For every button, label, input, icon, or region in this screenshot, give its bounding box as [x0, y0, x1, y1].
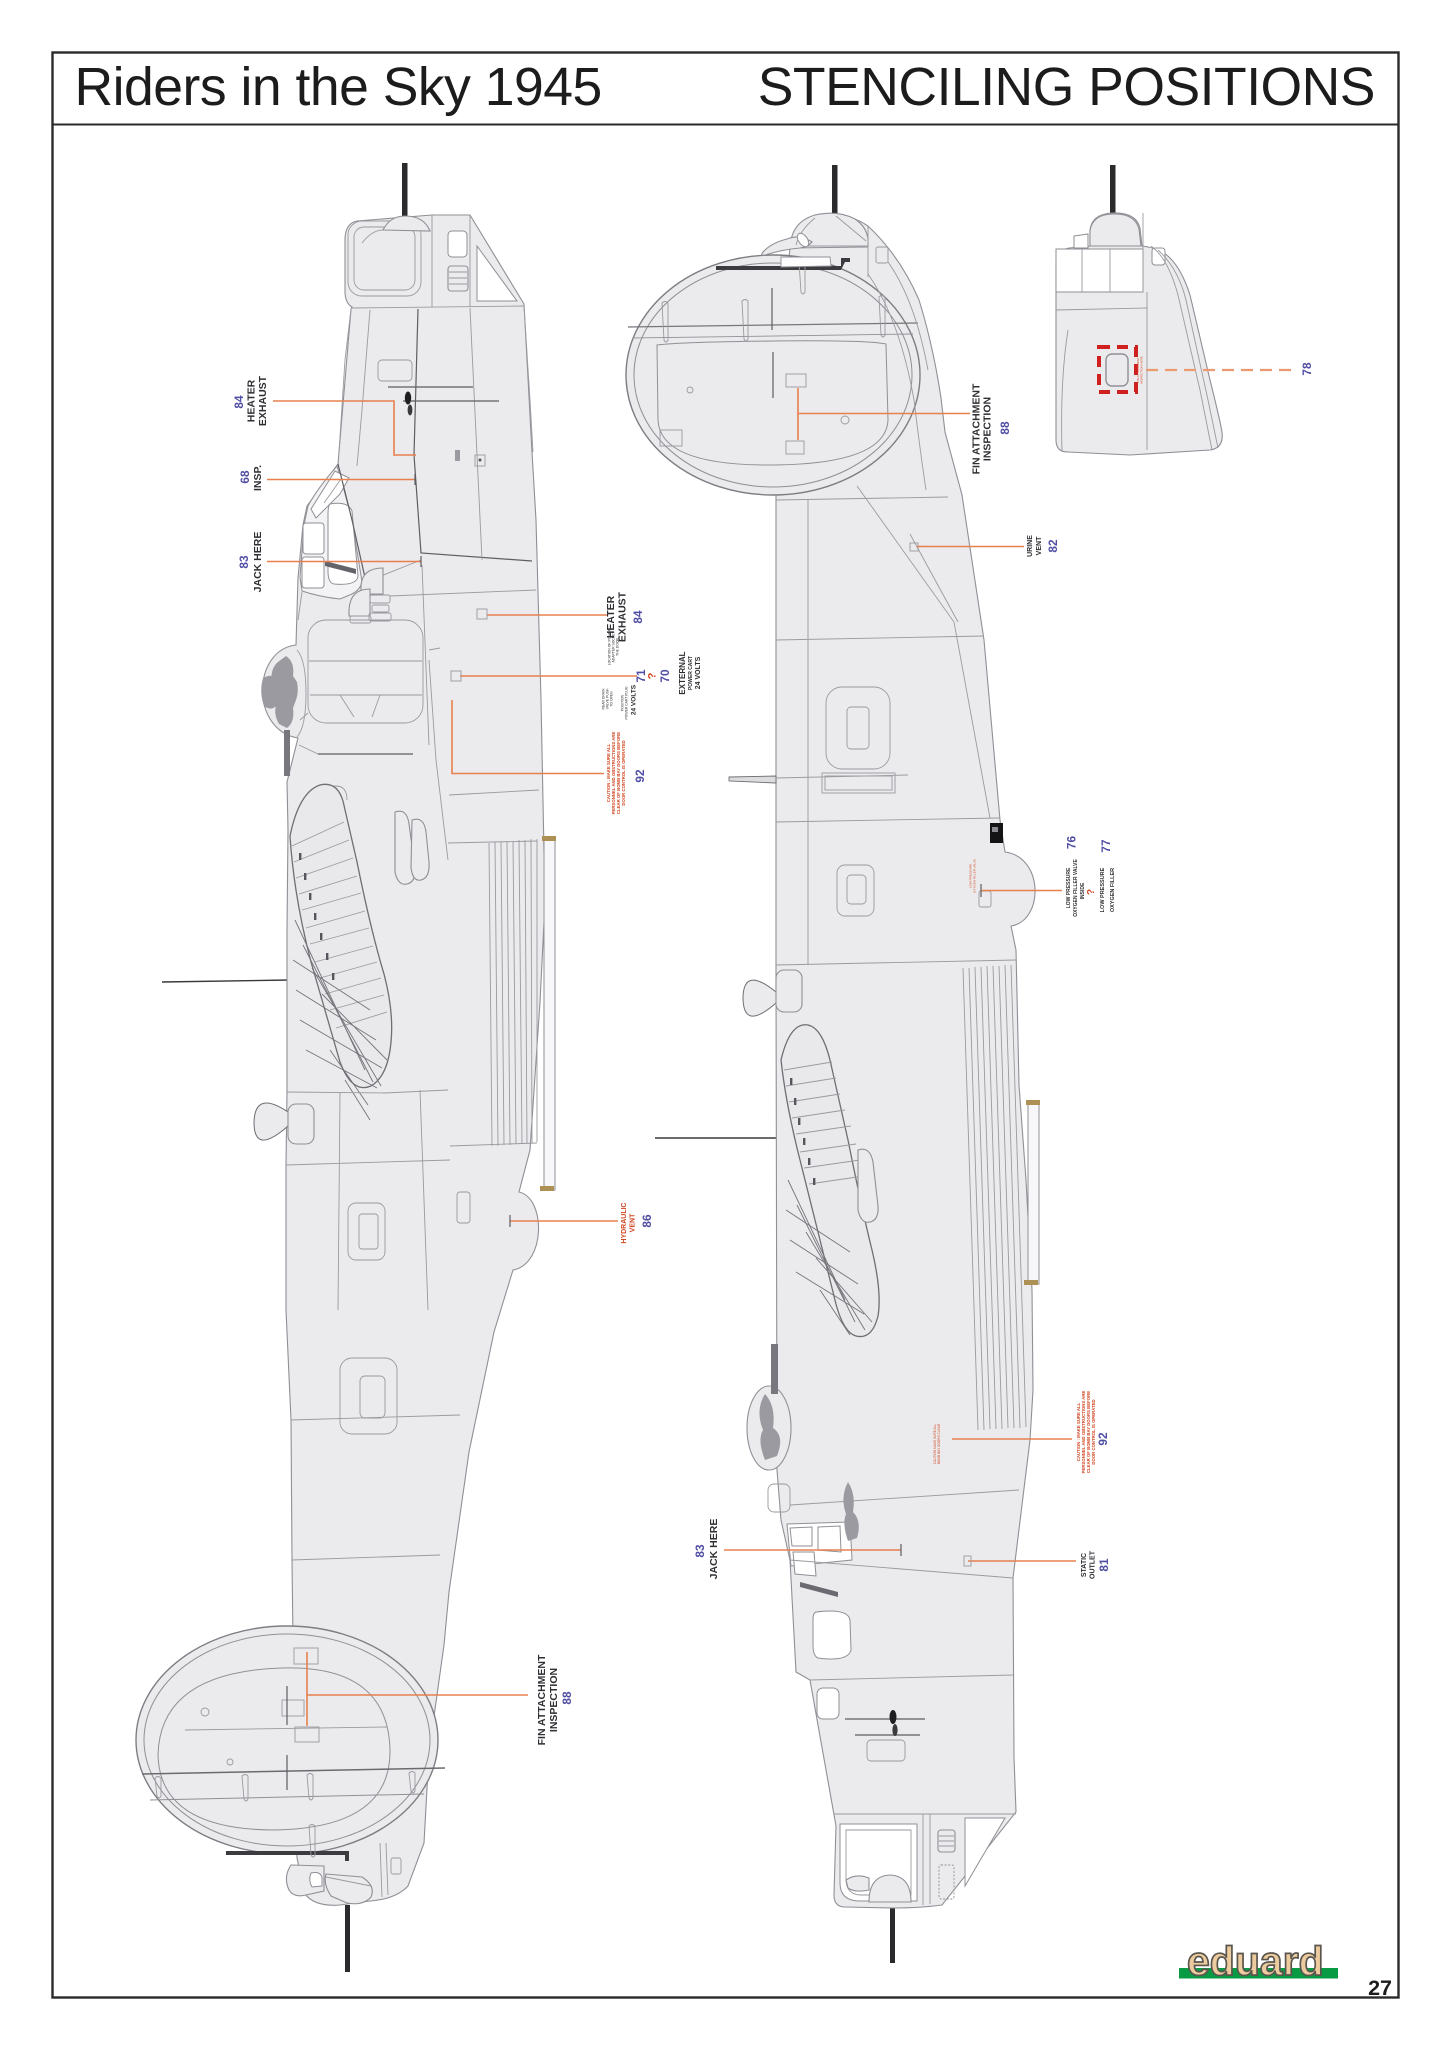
svg-text:77: 77: [1099, 839, 1113, 853]
svg-text:71: 71: [634, 669, 648, 683]
svg-text:INSIDE: INSIDE: [1080, 882, 1086, 899]
svg-text:POWER CART: POWER CART: [688, 656, 694, 690]
svg-text:CAUTION MAKE SURE ALL: CAUTION MAKE SURE ALL: [933, 1424, 937, 1465]
svg-text:88: 88: [998, 421, 1012, 435]
svg-text:70: 70: [658, 669, 672, 683]
svg-text:STATIC: STATIC: [1081, 1553, 1088, 1577]
svg-text:92: 92: [1096, 1432, 1110, 1446]
svg-text:CLEAR OF BOMB BAY DOORS BEFORE: CLEAR OF BOMB BAY DOORS BEFORE: [1086, 1391, 1091, 1473]
svg-text:INSPECTION HERE: INSPECTION HERE: [1140, 356, 1144, 384]
svg-text:81: 81: [1097, 1558, 1111, 1572]
svg-text:URINE: URINE: [1027, 535, 1034, 557]
svg-text:24 VOLTS: 24 VOLTS: [631, 684, 638, 715]
svg-text:eduard: eduard: [1187, 1938, 1324, 1984]
svg-text:Riders in the Sky 1945: Riders in the Sky 1945: [75, 58, 602, 117]
svg-text:84: 84: [631, 610, 645, 624]
svg-text:LOW PRESSURE: LOW PRESSURE: [1100, 867, 1106, 912]
svg-text:JACK HERE: JACK HERE: [708, 1519, 720, 1580]
svg-text:83: 83: [693, 1544, 707, 1558]
svg-text:INSPECTION: INSPECTION: [548, 1668, 560, 1732]
svg-text:92: 92: [633, 769, 647, 783]
svg-text:FIN ATTACHMENT: FIN ATTACHMENT: [536, 1654, 548, 1745]
svg-text:DOOR CONTROL IS OPERATED: DOOR CONTROL IS OPERATED: [1091, 1399, 1096, 1464]
svg-text:OUTLET: OUTLET: [1090, 1550, 1097, 1579]
svg-text:84: 84: [232, 395, 246, 409]
svg-text:HEATER: HEATER: [605, 595, 617, 638]
svg-text:OXYGEN FILLER: OXYGEN FILLER: [1110, 868, 1116, 912]
svg-text:STENCILING POSITIONS: STENCILING POSITIONS: [758, 58, 1375, 117]
svg-text:EXTERNAL: EXTERNAL: [678, 651, 687, 694]
svg-text:THE DOOR: THE DOOR: [616, 638, 620, 656]
svg-text:EXHAUST: EXHAUST: [257, 375, 269, 426]
svg-text:27: 27: [1368, 1976, 1392, 2000]
svg-text:TO OPEN: TO OPEN: [610, 691, 614, 707]
svg-text:78: 78: [1300, 362, 1314, 376]
svg-text:EXHAUST: EXHAUST: [617, 591, 629, 642]
svg-text:PERSONNEL AND OBSTRUCTIONS ARE: PERSONNEL AND OBSTRUCTIONS ARE: [1081, 1391, 1086, 1474]
svg-text:VALVE PUSH: VALVE PUSH: [606, 688, 610, 709]
svg-text:REAR DRAIN: REAR DRAIN: [602, 688, 606, 709]
svg-text:82: 82: [1046, 539, 1060, 553]
svg-text:LOCATION OF POWER: LOCATION OF POWER: [608, 628, 612, 665]
svg-text:FIN ATTACHMENT: FIN ATTACHMENT: [1136, 357, 1140, 383]
svg-text:OXYGEN FILLER VALVE: OXYGEN FILLER VALVE: [1073, 859, 1079, 917]
svg-text:LOW PRESSURE: LOW PRESSURE: [969, 864, 973, 888]
svg-text:POSITION: POSITION: [621, 694, 625, 711]
svg-text:LOW PRESSURE: LOW PRESSURE: [1066, 867, 1072, 908]
svg-text:ADAPTER SOCKET: ADAPTER SOCKET: [612, 632, 616, 663]
svg-text:?: ?: [1086, 889, 1097, 895]
svg-text:HEATER: HEATER: [246, 379, 258, 422]
svg-text:?: ?: [647, 672, 659, 679]
svg-text:VENT: VENT: [630, 1213, 637, 1232]
svg-text:HYDRAULIC: HYDRAULIC: [621, 1202, 628, 1243]
svg-text:76: 76: [1065, 836, 1079, 850]
svg-text:86: 86: [640, 1214, 654, 1228]
svg-text:VENT: VENT: [1036, 536, 1043, 555]
svg-text:CAUTION : MAKE SURE ALL: CAUTION : MAKE SURE ALL: [606, 743, 611, 802]
svg-text:24 VOLTS: 24 VOLTS: [695, 656, 702, 689]
svg-text:INSP.: INSP.: [252, 465, 264, 491]
svg-text:PERSONNEL AND OBSTRUCTIONS ARE: PERSONNEL AND OBSTRUCTIONS ARE: [611, 732, 616, 815]
svg-text:OXYGEN FILLER VALVE: OXYGEN FILLER VALVE: [973, 859, 977, 893]
svg-text:DOOR CONTROL IS OPERATED: DOOR CONTROL IS OPERATED: [621, 740, 626, 805]
svg-text:BOMB BAY DOORS CLEAR: BOMB BAY DOORS CLEAR: [937, 1423, 941, 1464]
svg-text:JACK HERE: JACK HERE: [252, 532, 264, 593]
svg-text:CLEAR OF BOMB BAY DOORS BEFORE: CLEAR OF BOMB BAY DOORS BEFORE: [616, 732, 621, 814]
svg-text:88: 88: [560, 1691, 574, 1705]
svg-text:POWER CART PLUG: POWER CART PLUG: [625, 686, 629, 719]
svg-text:CAUTION : MAKE SURE ALL: CAUTION : MAKE SURE ALL: [1076, 1402, 1081, 1461]
svg-text:68: 68: [238, 470, 252, 484]
svg-text:83: 83: [237, 555, 251, 569]
svg-text:FIN ATTACHMENT: FIN ATTACHMENT: [971, 383, 983, 474]
svg-text:INSPECTION: INSPECTION: [982, 397, 994, 461]
